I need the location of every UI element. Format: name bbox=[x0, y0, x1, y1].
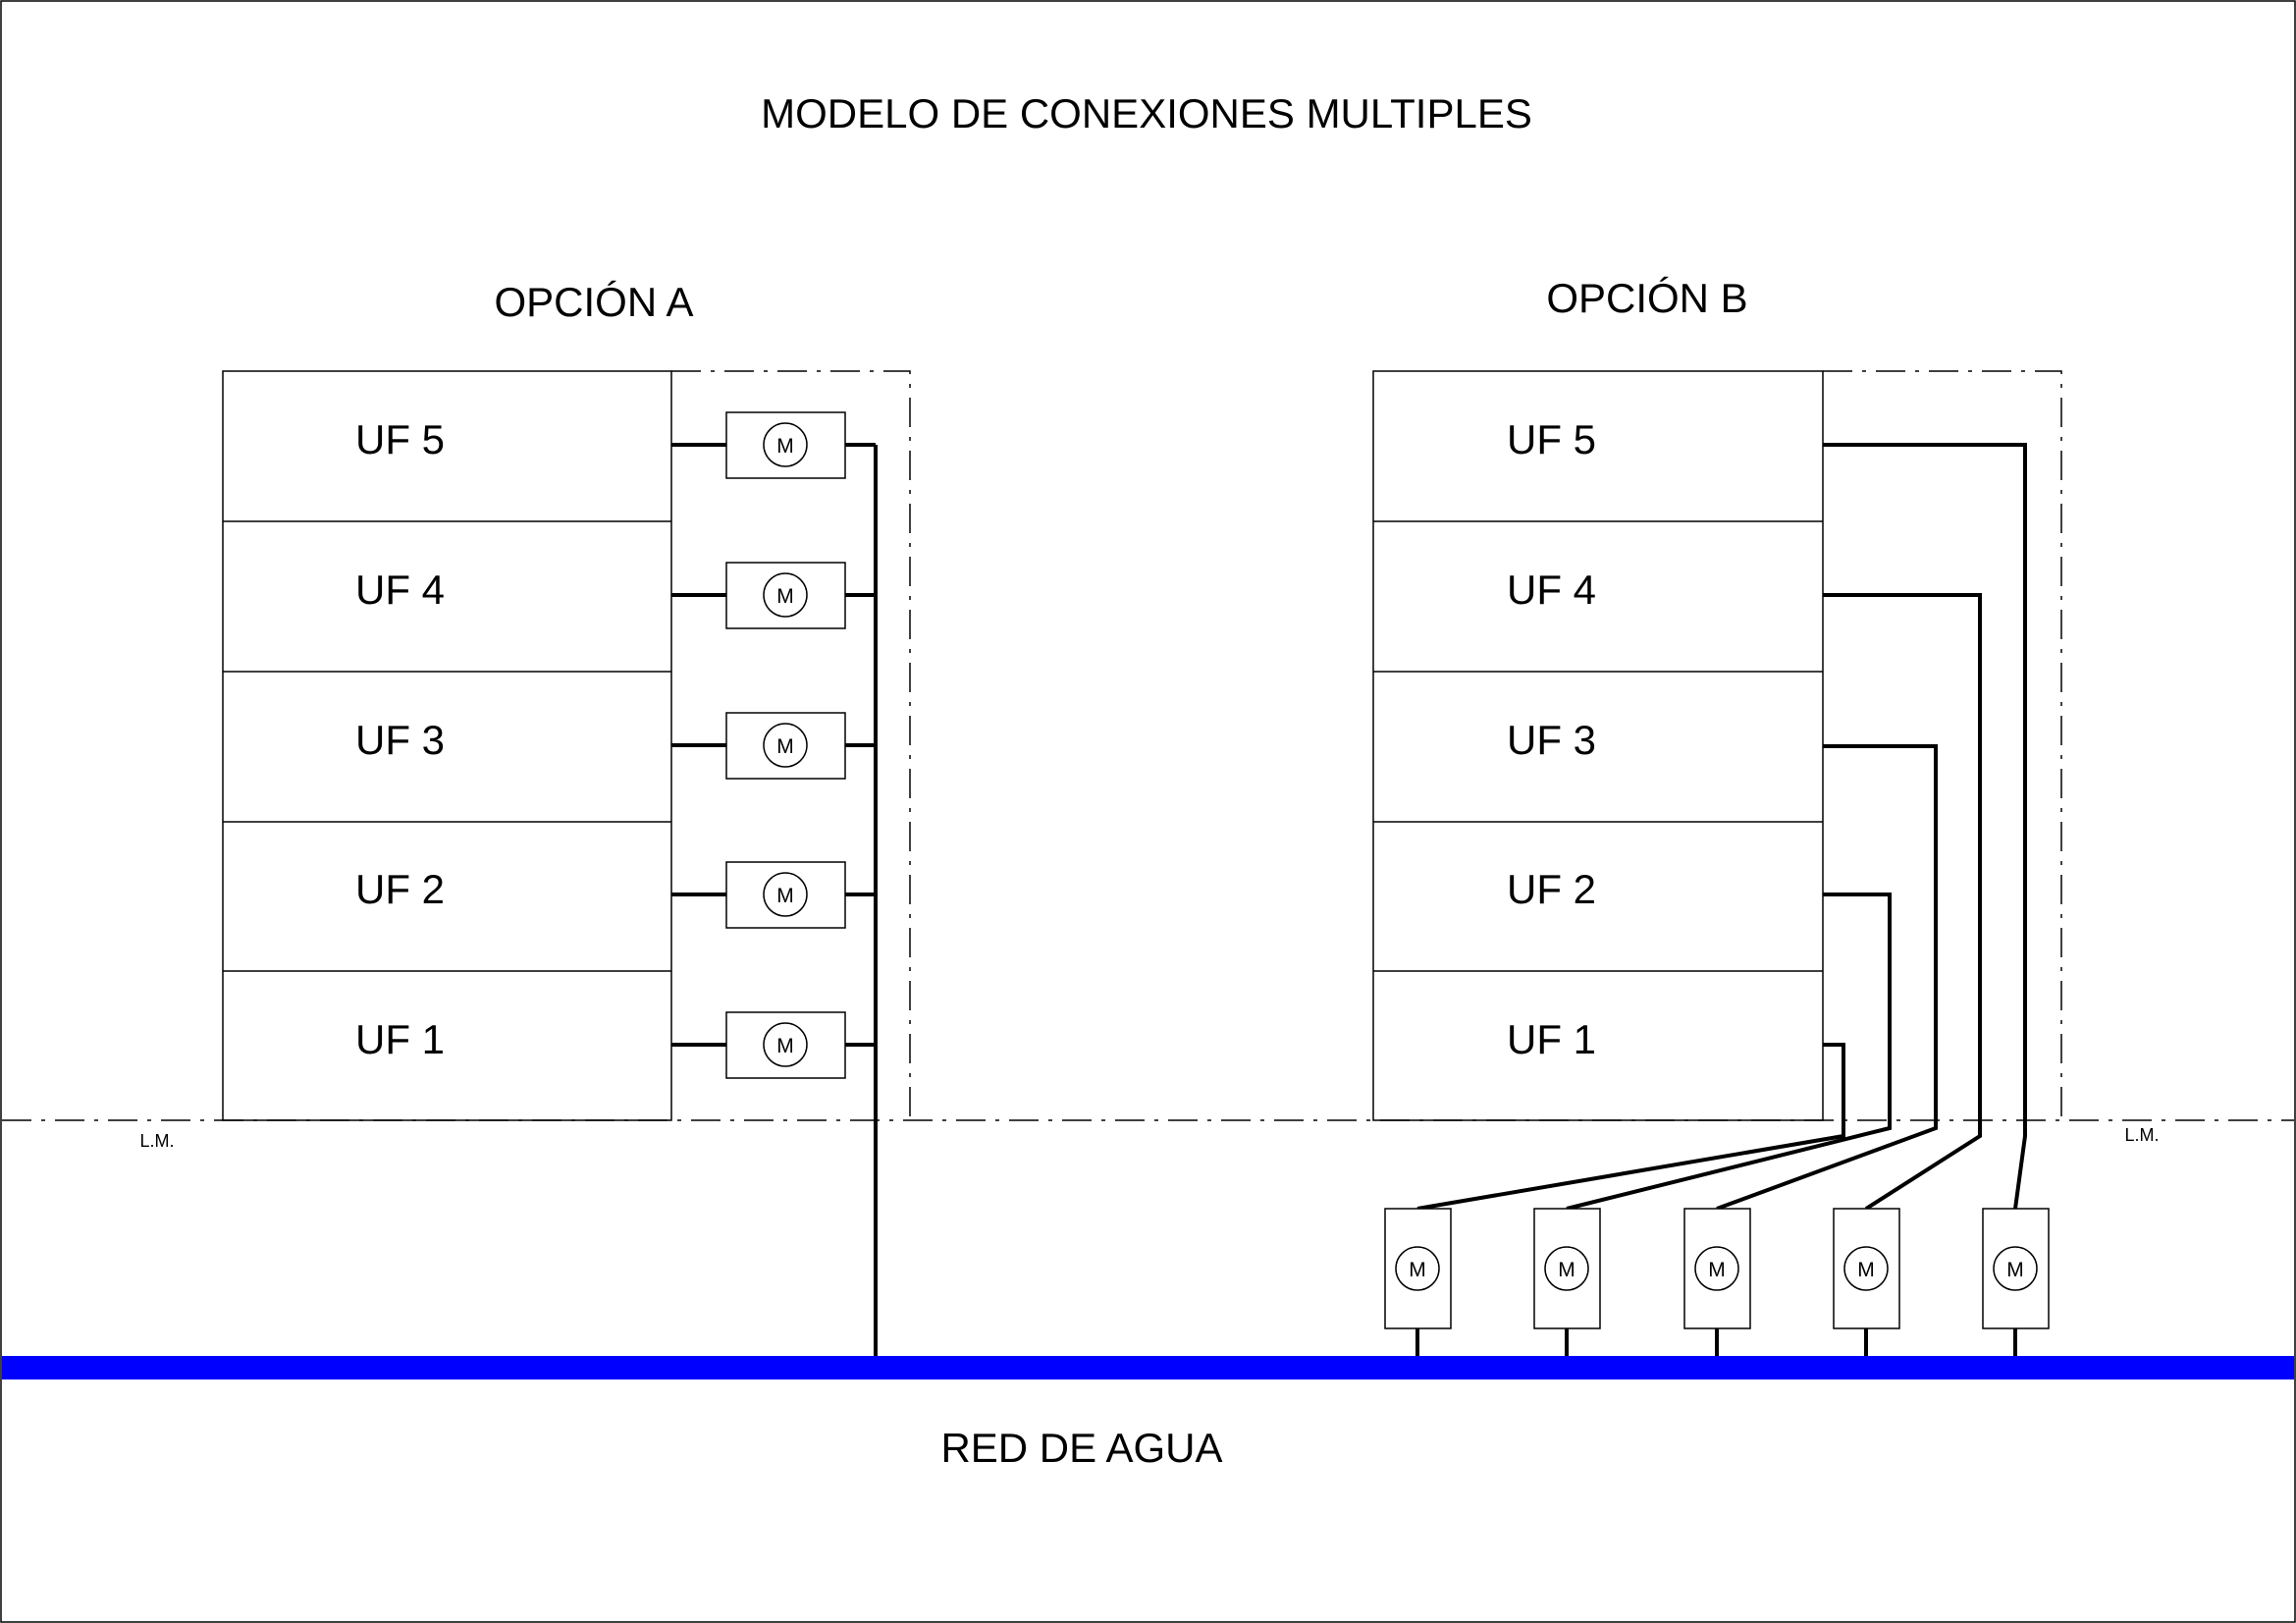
meter-icon bbox=[1993, 1246, 2038, 1291]
option-b-line-unit-3 bbox=[1716, 744, 1938, 1211]
option-b-unit-4-label: UF 4 bbox=[1507, 567, 1596, 613]
option-a-unit-5-label: UF 5 bbox=[355, 416, 445, 462]
option-a-unit-1-label: UF 1 bbox=[355, 1016, 445, 1062]
meter-label: M bbox=[776, 435, 794, 458]
water-main-pipe bbox=[2, 1356, 2294, 1380]
option-b-heading: OPCIÓN B bbox=[1546, 275, 1747, 321]
option-b-line-unit-2 bbox=[1566, 893, 1892, 1211]
option-a-meter-4: M bbox=[671, 562, 876, 629]
meter-label: M bbox=[1409, 1259, 1426, 1281]
meter-label: M bbox=[776, 735, 794, 758]
option-a-building bbox=[222, 370, 672, 1121]
meter-icon bbox=[763, 1022, 808, 1067]
water-main-label: RED DE AGUA bbox=[940, 1425, 1222, 1471]
meter-label: M bbox=[1857, 1259, 1875, 1281]
option-b-meter-4: M bbox=[1833, 1208, 1900, 1358]
diagram-title: MODELO DE CONEXIONES MULTIPLES bbox=[761, 90, 1532, 136]
meter-icon bbox=[1544, 1246, 1589, 1291]
meter-label: M bbox=[776, 885, 794, 907]
option-a-meter-1: M bbox=[671, 1011, 876, 1079]
option-b-unit-1-label: UF 1 bbox=[1507, 1016, 1596, 1062]
option-b-unit-5-label: UF 5 bbox=[1507, 416, 1596, 462]
option-b-building bbox=[1372, 370, 1824, 1121]
option-b-unit-3-label: UF 3 bbox=[1507, 717, 1596, 763]
meter-label: M bbox=[776, 1035, 794, 1057]
option-b-meter-5: M bbox=[1982, 1208, 2050, 1358]
option-a-meter-5: M bbox=[671, 411, 876, 479]
meter-label: M bbox=[1708, 1259, 1726, 1281]
meter-icon bbox=[1395, 1246, 1440, 1291]
property-line-label-left: L.M. bbox=[139, 1131, 174, 1151]
meter-icon bbox=[763, 723, 808, 768]
meter-icon bbox=[1843, 1246, 1889, 1291]
meter-icon bbox=[763, 422, 808, 467]
option-b-line-unit-1 bbox=[1416, 1043, 1845, 1211]
option-b-line-unit-5 bbox=[1823, 443, 2027, 1210]
option-b-service-zone bbox=[1823, 370, 2062, 1120]
meter-label: M bbox=[2006, 1259, 2024, 1281]
option-a-meter-zone bbox=[671, 370, 911, 1120]
option-b-meter-1: M bbox=[1384, 1208, 1452, 1358]
option-b-meter-3: M bbox=[1683, 1208, 1751, 1358]
option-a-unit-4-label: UF 4 bbox=[355, 567, 445, 613]
meter-label: M bbox=[776, 585, 794, 608]
option-a-unit-3-label: UF 3 bbox=[355, 717, 445, 763]
meter-icon bbox=[763, 872, 808, 917]
option-b-meter-2: M bbox=[1533, 1208, 1601, 1358]
option-b-unit-2-label: UF 2 bbox=[1507, 866, 1596, 912]
meter-icon bbox=[763, 572, 808, 618]
property-line-label-right: L.M. bbox=[2124, 1125, 2159, 1145]
option-a-meter-3: M bbox=[671, 712, 876, 780]
meter-label: M bbox=[1558, 1259, 1575, 1281]
option-b-line-unit-4 bbox=[1823, 593, 1982, 1211]
option-a-unit-2-label: UF 2 bbox=[355, 866, 445, 912]
meter-icon bbox=[1694, 1246, 1739, 1291]
option-a-meter-2: M bbox=[671, 861, 876, 929]
option-a-heading: OPCIÓN A bbox=[494, 279, 693, 325]
